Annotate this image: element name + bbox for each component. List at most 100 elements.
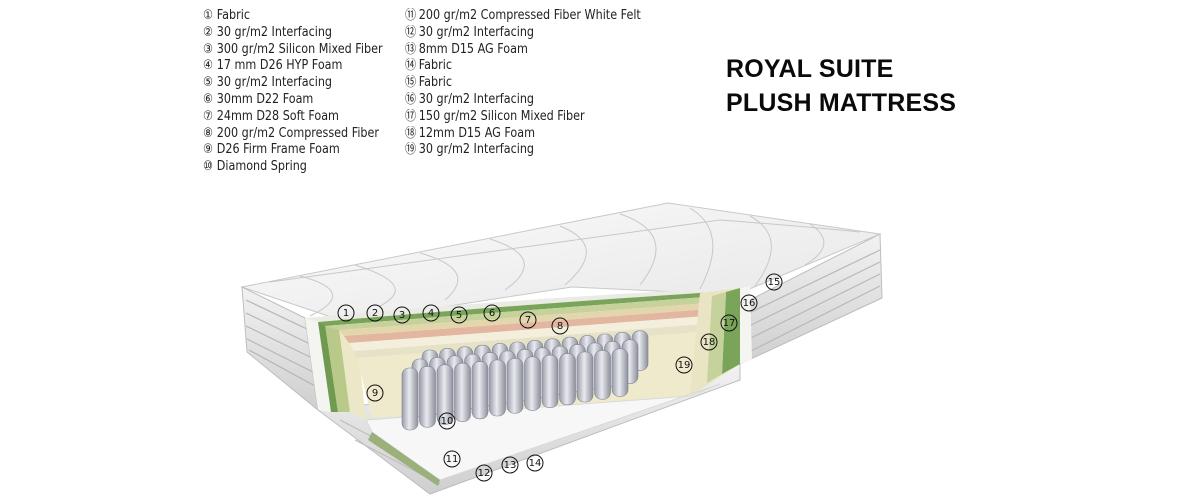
product-title-line-1: ROYAL SUITE <box>726 55 894 83</box>
layer-right-fabric <box>740 286 752 364</box>
layer-right-fiber <box>707 292 726 383</box>
layer-fabric-left <box>305 318 331 412</box>
callout-3: 3 <box>393 306 411 324</box>
pocket-spring <box>419 366 436 428</box>
callout-9: 9 <box>366 384 384 402</box>
legend-label: 30 gr/m2 Interfacing <box>418 142 535 158</box>
legend-label: 200 gr/m2 Compressed Fiber <box>216 125 380 141</box>
callout-circle <box>438 412 456 430</box>
legend-number: ⑰ <box>405 108 417 124</box>
callout-number: 2 <box>372 308 378 319</box>
callout-8: 8 <box>551 317 569 335</box>
legend-number: ⑦ <box>203 108 214 124</box>
callout-number: 15 <box>768 277 781 288</box>
callout-number: 4 <box>428 308 434 319</box>
callout-number: 5 <box>456 310 462 321</box>
callout-circle <box>450 306 468 324</box>
callout-5: 5 <box>450 306 468 324</box>
callout-number: 3 <box>399 310 405 321</box>
legend-label: 8mm D15 AG Foam <box>418 41 528 57</box>
legend-number: ⑤ <box>203 75 214 91</box>
callout-16: 16 <box>740 294 758 312</box>
callout-number: 18 <box>703 337 716 348</box>
callout-18: 18 <box>700 333 718 351</box>
legend-number: ② <box>203 24 214 40</box>
callout-circle <box>675 356 693 374</box>
callout-circle <box>475 464 493 482</box>
pocket-spring <box>559 353 576 406</box>
callout-circle <box>551 317 569 335</box>
pocket-spring <box>454 362 471 422</box>
legend-number: ⑬ <box>405 41 417 57</box>
legend-label: 17 mm D26 HYP Foam <box>216 58 343 74</box>
layer-bottom-interfacing <box>368 432 440 486</box>
pocket-spring <box>524 356 541 411</box>
legend-number: ⑪ <box>405 8 417 23</box>
callout-circle <box>393 306 411 324</box>
product-title-line-2: PLUSH MATTRESS <box>726 89 957 117</box>
callout-circle <box>337 304 355 322</box>
callout-2: 2 <box>366 304 384 322</box>
legend-number: ⑯ <box>405 91 417 107</box>
layer-interfacing-left <box>318 322 338 412</box>
layer-fiber-left <box>325 324 350 412</box>
legend-label: Fabric <box>418 75 452 91</box>
legend-number: ③ <box>203 41 214 57</box>
callout-11: 11 <box>443 450 461 468</box>
callout-number: 13 <box>504 460 517 471</box>
legend-number: ⑲ <box>405 142 417 158</box>
callout-1: 1 <box>337 304 355 322</box>
spring-unit <box>401 330 649 431</box>
legend-label: 30 gr/m2 Interfacing <box>418 24 535 40</box>
callout-number: 9 <box>372 388 378 399</box>
callout-circle <box>366 384 384 402</box>
legend-number: ① <box>203 8 214 23</box>
pocket-spring <box>436 364 454 425</box>
layer-top-fiber <box>325 297 708 330</box>
legend-label: 30 gr/m2 Interfacing <box>216 24 333 40</box>
legend-number: ⑩ <box>203 159 214 175</box>
legend-number: ④ <box>203 58 214 74</box>
layer-top-compressed-fiber <box>354 324 704 358</box>
pocket-spring <box>489 359 506 417</box>
legend-number: ⑥ <box>203 91 214 107</box>
pocket-spring <box>594 350 611 400</box>
callout-circle <box>740 294 758 312</box>
legend-label: Fabric <box>216 8 250 23</box>
pocket-spring <box>611 348 629 397</box>
callout-number: 7 <box>525 315 531 326</box>
callout-number: 12 <box>478 468 491 479</box>
legend-number: ⑱ <box>405 125 417 141</box>
pocket-spring <box>506 358 524 414</box>
right-side-quilting <box>744 249 881 355</box>
legend-number: ⑫ <box>405 24 417 40</box>
legend-label: 30 gr/m2 Interfacing <box>216 75 333 91</box>
callout-number: 14 <box>529 458 542 469</box>
pocket-spring <box>576 351 594 403</box>
callout-15: 15 <box>765 273 783 291</box>
legend-label: Diamond Spring <box>216 159 307 175</box>
layer-top-hyp-foam <box>339 303 708 336</box>
callout-number: 6 <box>489 308 495 319</box>
callout-circle <box>501 456 519 474</box>
layer-top-soft-foam <box>349 316 706 351</box>
callout-12: 12 <box>475 464 493 482</box>
callout-6: 6 <box>483 304 501 322</box>
legend-label: Fabric <box>418 58 452 74</box>
legend-label: 30 gr/m2 Interfacing <box>418 91 535 107</box>
top-quilting <box>269 207 861 317</box>
